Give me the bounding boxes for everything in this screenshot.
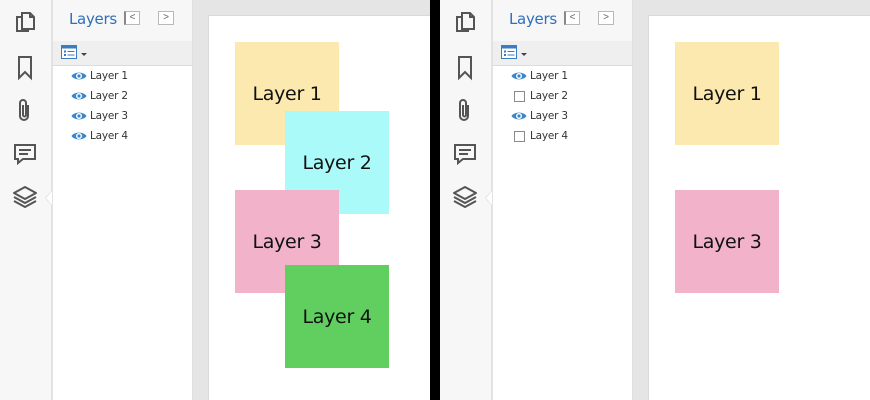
layers-icon[interactable] — [11, 183, 39, 211]
layer-box-label: Layer 3 — [692, 230, 762, 253]
pane-before: Layers < > Layer 1 Layer 2 Layer 3 Layer… — [0, 0, 430, 400]
layers-panel: Layers < > Layer 1 Layer 2 Layer 3 Layer… — [53, 0, 193, 400]
comment-icon[interactable] — [451, 140, 479, 168]
bookmark-icon[interactable] — [11, 53, 39, 81]
pages-icon[interactable] — [451, 8, 479, 36]
layers-icon[interactable] — [451, 183, 479, 211]
eye-icon[interactable] — [71, 90, 87, 102]
pane-after: Layers < > Layer 1 Layer 2 Layer 3 Layer… — [440, 0, 870, 400]
layer-label: Layer 3 — [530, 110, 568, 122]
attachment-icon[interactable] — [451, 96, 479, 124]
layer-label: Layer 2 — [90, 90, 128, 102]
collapse-panel-button[interactable]: < — [124, 11, 140, 25]
layer-label: Layer 4 — [530, 130, 568, 142]
visibility-checkbox[interactable] — [511, 130, 527, 142]
layer-label: Layer 1 — [90, 70, 128, 82]
layer-item[interactable]: Layer 3 — [53, 106, 192, 126]
active-indicator — [485, 190, 492, 206]
visibility-checkbox[interactable] — [511, 90, 527, 102]
layer-options-icon — [61, 45, 77, 64]
layer-options-dropdown[interactable] — [501, 45, 527, 64]
expand-panel-button[interactable]: > — [158, 11, 174, 25]
comment-icon[interactable] — [11, 140, 39, 168]
layer-item[interactable]: Layer 1 — [53, 66, 192, 86]
layers-panel-header: Layers < > — [53, 0, 192, 41]
layers-panel-header: Layers < > — [493, 0, 632, 41]
layer-box-label: Layer 4 — [302, 305, 372, 328]
attachment-icon[interactable] — [11, 96, 39, 124]
layer-label: Layer 1 — [530, 70, 568, 82]
layer-item[interactable]: Layer 3 — [493, 106, 632, 126]
eye-icon[interactable] — [71, 130, 87, 142]
chevron-down-icon — [521, 53, 527, 56]
active-indicator — [45, 190, 52, 206]
layer-box-label: Layer 2 — [302, 151, 372, 174]
sidebar-iconbar — [0, 0, 53, 400]
document-page: Layer 1 Layer 3 — [648, 15, 870, 400]
eye-icon[interactable] — [511, 70, 527, 82]
eye-icon[interactable] — [511, 110, 527, 122]
collapse-panel-button[interactable]: < — [564, 11, 580, 25]
chevron-down-icon — [81, 53, 87, 56]
layers-toolbar — [53, 41, 192, 66]
bookmark-icon[interactable] — [451, 53, 479, 81]
layer-box: Layer 3 — [675, 190, 779, 293]
layer-box-label: Layer 1 — [252, 82, 322, 105]
layer-item[interactable]: Layer 1 — [493, 66, 632, 86]
document-page: Layer 1 Layer 2 Layer 3 Layer 4 — [208, 15, 430, 400]
panel-title: Layers — [509, 10, 557, 28]
layer-options-icon — [501, 45, 517, 64]
layer-item[interactable]: Layer 4 — [493, 126, 632, 146]
panel-title: Layers — [69, 10, 117, 28]
layers-panel: Layers < > Layer 1 Layer 2 Layer 3 Layer… — [493, 0, 633, 400]
layer-box: Layer 1 — [675, 42, 779, 145]
layer-item[interactable]: Layer 4 — [53, 126, 192, 146]
layer-item[interactable]: Layer 2 — [53, 86, 192, 106]
layer-label: Layer 3 — [90, 110, 128, 122]
layer-options-dropdown[interactable] — [61, 45, 87, 64]
layer-label: Layer 2 — [530, 90, 568, 102]
layer-list: Layer 1 Layer 2 Layer 3 Layer 4 — [53, 66, 192, 146]
eye-icon[interactable] — [71, 110, 87, 122]
layer-label: Layer 4 — [90, 130, 128, 142]
pages-icon[interactable] — [11, 8, 39, 36]
layer-box-label: Layer 3 — [252, 230, 322, 253]
layer-box: Layer 4 — [285, 265, 389, 368]
layer-item[interactable]: Layer 2 — [493, 86, 632, 106]
layer-list: Layer 1 Layer 2 Layer 3 Layer 4 — [493, 66, 632, 146]
sidebar-iconbar — [440, 0, 493, 400]
layers-toolbar — [493, 41, 632, 66]
expand-panel-button[interactable]: > — [598, 11, 614, 25]
layer-box-label: Layer 1 — [692, 82, 762, 105]
eye-icon[interactable] — [71, 70, 87, 82]
